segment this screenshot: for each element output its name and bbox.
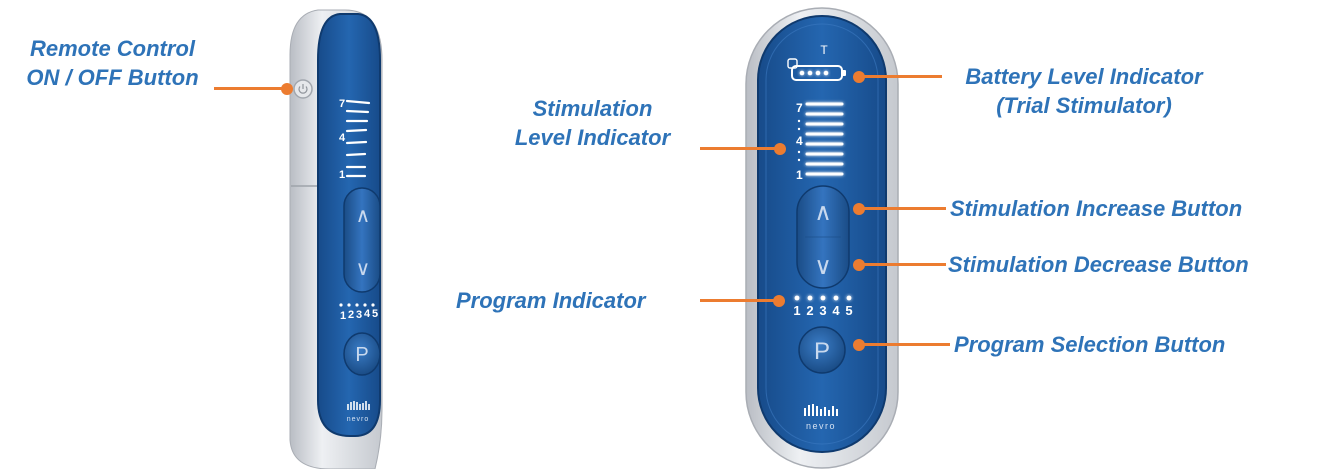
level-mark-1: 1 [339,169,345,181]
level-mark-1: 1 [796,168,803,182]
power-leader-dot [281,83,293,95]
callout-line: (Trial Stimulator) [996,93,1172,118]
program-select-leader-line [860,343,950,346]
program-selection-callout: Program Selection Button [954,332,1226,357]
program-number-2: 2 [806,303,813,318]
battery-leader-line [860,75,942,78]
program-button[interactable] [798,326,846,374]
level-mark-4: 4 [796,134,803,148]
power-leader-line [214,87,286,90]
stimulation-level-bars [345,99,371,178]
remote-side-view: 7 4 1 ∧ ∨ 1 2 3 4 5 P nevro [289,9,383,469]
program-number-5: 5 [845,303,852,318]
stimulation-level-callout: Stimulation Level Indicator [490,94,695,152]
nevro-logo-mark [347,401,370,410]
stimulation-level-bars [805,102,844,176]
program-number-4: 4 [832,303,840,318]
callout-line: Remote Control [30,36,195,61]
level-mark-7: 7 [796,101,803,115]
increase-leader-line [860,207,946,210]
battery-level-callout: Battery Level Indicator (Trial Stimulato… [940,62,1228,120]
decrease-leader-dot [853,259,865,271]
decrease-leader-line [860,263,946,266]
brand-text: nevro [347,416,370,423]
program-indicator-callout: Program Indicator [456,288,646,313]
level-mark-dots [797,119,801,162]
program-number-3: 3 [819,303,826,318]
power-icon [298,84,308,94]
level-mark-7: 7 [339,98,345,110]
increase-leader-dot [853,203,865,215]
callout-line: Battery Level Indicator [965,64,1203,89]
program-number-1: 1 [340,310,346,322]
battery-icon [787,58,846,81]
brand-text: nevro [806,421,836,431]
callout-line: ON / OFF Button [26,65,199,90]
callout-line: Level Indicator [514,125,671,150]
program-button-label: P [355,344,368,366]
battery-trial-badge: T [820,43,828,57]
program-number-5: 5 [372,308,378,320]
program-number-3: 3 [356,309,362,321]
rocker-button[interactable] [343,187,381,293]
program-button-label: P [814,338,830,365]
program-button[interactable] [343,332,381,376]
program-number-1: 1 [793,303,800,318]
stimulation-level-leader-dot [774,143,786,155]
decrease-button-callout: Stimulation Decrease Button [948,252,1249,277]
stimulation-level-leader-line [700,147,778,150]
down-arrow-icon[interactable]: ∨ [814,252,832,280]
program-indicator-leader-line [700,299,776,302]
program-number-4: 4 [364,308,371,320]
battery-leader-dot [853,71,865,83]
program-number-2: 2 [348,309,354,321]
callout-line: Stimulation [532,96,653,121]
increase-button-callout: Stimulation Increase Button [950,196,1243,221]
level-mark-4: 4 [339,132,346,144]
up-arrow-icon[interactable]: ∧ [356,203,371,227]
program-indicator-dots [339,303,375,307]
program-select-leader-dot [853,339,865,351]
program-indicator-leader-dot [773,295,785,307]
program-indicator-dots [794,295,852,301]
nevro-logo-mark [804,404,838,416]
power-button-callout: Remote Control ON / OFF Button [5,34,220,92]
down-arrow-icon[interactable]: ∨ [356,256,371,280]
up-arrow-icon[interactable]: ∧ [814,198,832,226]
